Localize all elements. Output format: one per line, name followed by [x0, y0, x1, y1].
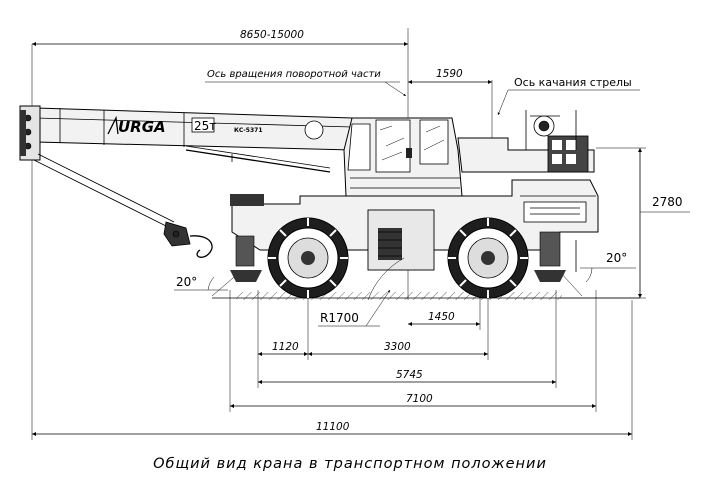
- dim-angle-rear: 20°: [606, 251, 627, 265]
- brand-name: URGA: [118, 118, 166, 136]
- label-rotation-axis: Ось вращения поворотной части: [207, 69, 381, 80]
- brand-model: КС-5371: [234, 127, 263, 134]
- drawing-caption: Общий вид крана в транспортном положении: [153, 456, 547, 472]
- ground: [212, 292, 640, 300]
- dim-5745: 5745: [396, 369, 423, 381]
- operator-cab: [343, 117, 463, 197]
- dim-11100: 11100: [316, 421, 350, 433]
- dim-1120: 1120: [272, 341, 299, 353]
- dim-2780: 2780: [652, 195, 683, 209]
- front-wheel: [267, 217, 349, 299]
- label-boom-pivot-axis: Ось качания стрелы: [514, 76, 632, 89]
- telescopic-boom: URGA 25т КС-5371: [19, 105, 353, 173]
- rear-wheel: [447, 217, 529, 299]
- dim-angle-front: 20°: [176, 275, 197, 289]
- dim-boom-reach: 8650-15000: [240, 29, 304, 41]
- dim-3300: 3300: [384, 341, 411, 353]
- dim-1450: 1450: [428, 311, 455, 323]
- brand-capacity: 25т: [194, 119, 216, 133]
- superstructure-rear: [457, 110, 595, 173]
- dim-1590: 1590: [436, 68, 463, 80]
- hook-block: [33, 153, 213, 258]
- dim-7100: 7100: [406, 393, 433, 405]
- dimension-lines: [31, 28, 690, 440]
- dim-r1700: R1700: [320, 311, 359, 325]
- turn-radius-arc: [367, 257, 405, 301]
